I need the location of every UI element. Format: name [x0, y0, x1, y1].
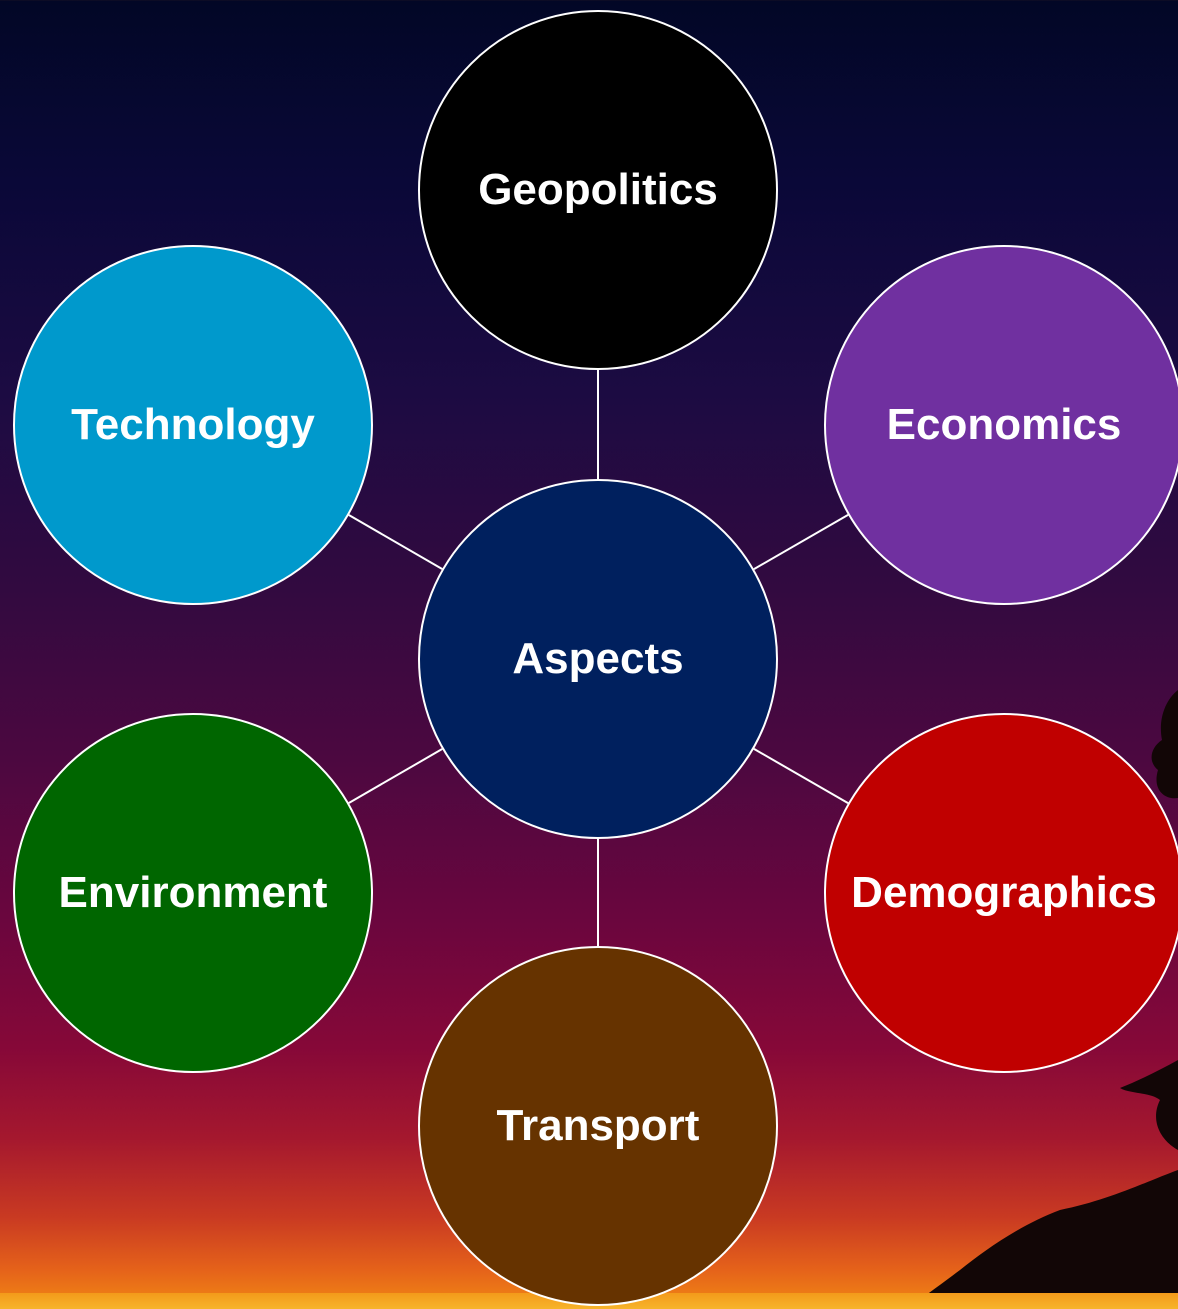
connector-environment: [348, 748, 443, 804]
node-demographics: Demographics: [824, 713, 1178, 1073]
node-demographics-label: Demographics: [851, 868, 1157, 917]
connector-technology: [348, 514, 443, 570]
node-economics-label: Economics: [886, 400, 1122, 449]
node-geopolitics: Geopolitics: [418, 10, 778, 370]
node-environment: Environment: [13, 713, 373, 1073]
center-node-label: Aspects: [512, 634, 684, 683]
tree-silhouette: [905, 690, 1178, 1309]
node-economics: Economics: [824, 245, 1178, 605]
node-transport: Transport: [418, 946, 778, 1306]
node-environment-label: Environment: [58, 868, 328, 917]
connectors: [348, 370, 849, 946]
node-technology-label: Technology: [71, 400, 315, 449]
connector-economics: [753, 514, 849, 570]
center-node-aspects: Aspects: [418, 479, 778, 839]
connector-demographics: [753, 748, 849, 804]
node-transport-label: Transport: [496, 1101, 700, 1150]
node-technology: Technology: [13, 245, 373, 605]
node-geopolitics-label: Geopolitics: [478, 165, 718, 214]
